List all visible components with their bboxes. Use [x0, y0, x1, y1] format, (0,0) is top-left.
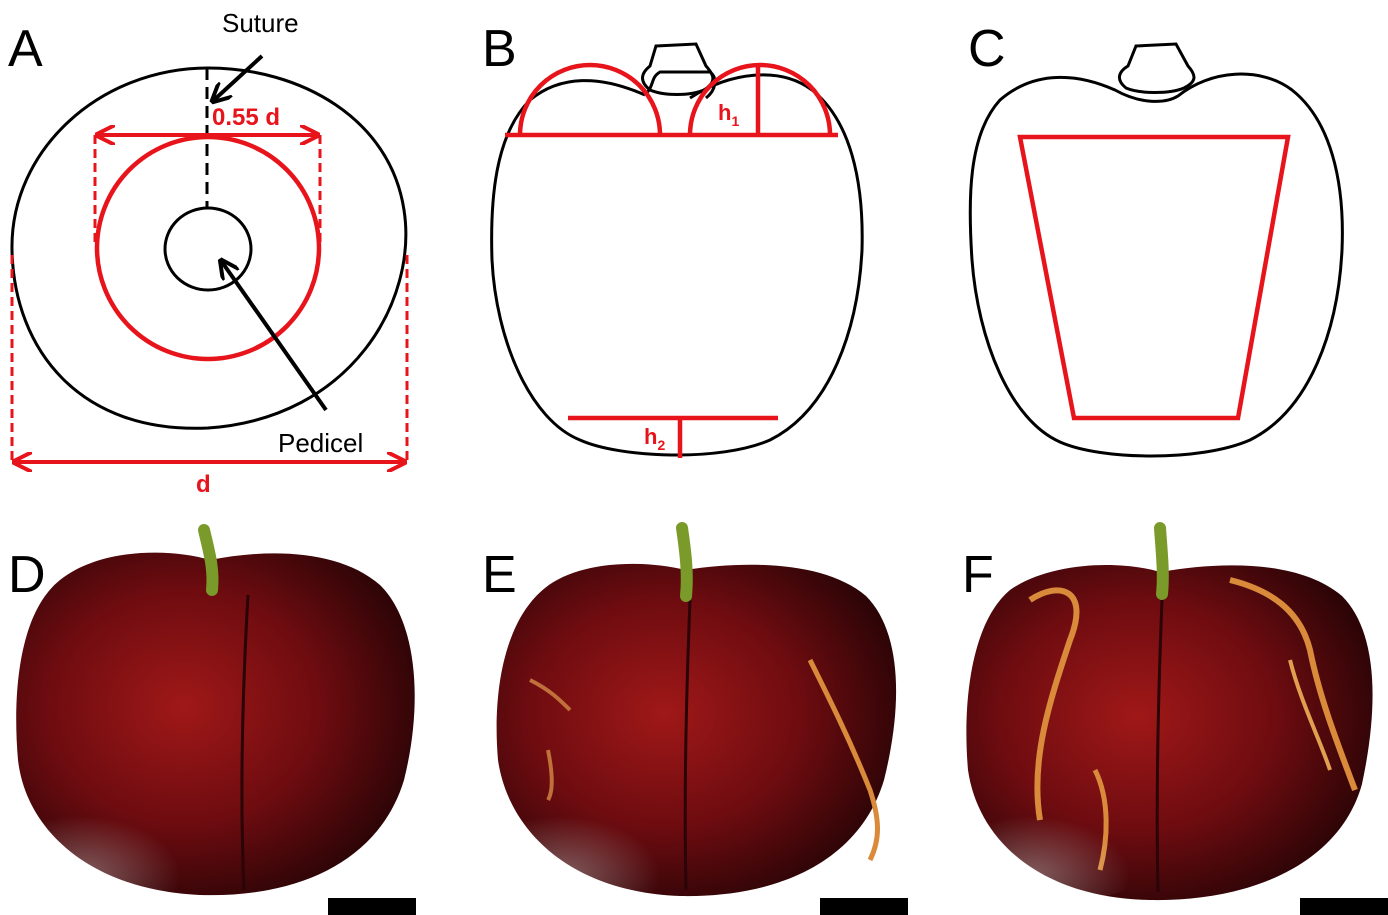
panel-d: D [8, 530, 416, 915]
inner-dim-label: 0.55 d [212, 104, 280, 131]
cherry-shine-d [20, 780, 220, 900]
trapezoid-shape [1020, 137, 1288, 418]
h1-label: h1 [718, 100, 739, 129]
fruit-top-outline [12, 68, 406, 428]
pedicel-arrow [222, 262, 326, 410]
fruit-side-outline-b [492, 72, 863, 455]
scale-bar-d [328, 898, 416, 915]
scale-bar-f [1300, 898, 1388, 915]
cherry-shine-e [500, 780, 700, 900]
panel-e-letter: E [482, 546, 517, 604]
panel-b-letter: B [482, 20, 517, 78]
cherry-stem-e [682, 528, 687, 596]
outer-dim-label: d [196, 471, 211, 498]
h2-label: h2 [644, 424, 665, 453]
panel-f: F [962, 528, 1388, 915]
suture-label: Suture [222, 8, 299, 38]
stem-cap-b [643, 44, 713, 95]
panel-a-letter: A [8, 20, 43, 78]
cherry-shine-f [970, 780, 1170, 900]
panel-c-letter: C [968, 20, 1006, 78]
suture-arrow [214, 56, 262, 100]
panel-a: A 0.55 d d Suture Pedicel [8, 8, 407, 498]
panel-e: E [482, 528, 908, 915]
panel-c: C [968, 20, 1342, 456]
shoulder-arc-left [520, 65, 660, 135]
panel-f-letter: F [962, 546, 994, 604]
scale-bar-e [820, 898, 908, 915]
pedicel-label: Pedicel [278, 428, 363, 458]
pedicel-circle [165, 208, 251, 290]
panel-b: B h1 h2 [482, 20, 862, 458]
cherry-stem-f [1160, 528, 1163, 594]
panel-d-letter: D [8, 546, 46, 604]
fruit-side-outline-c [970, 74, 1342, 456]
stem-cap-c [1119, 44, 1194, 93]
